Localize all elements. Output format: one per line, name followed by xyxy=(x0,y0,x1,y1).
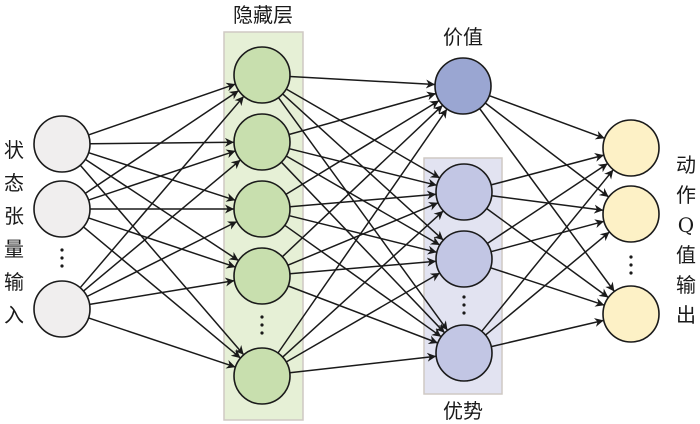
output-node-3 xyxy=(602,285,660,343)
connection-advantage-0-to-output-0 xyxy=(490,153,605,186)
connection-hidden-3-to-advantage-2 xyxy=(287,285,439,345)
connection-input-1-to-hidden-1 xyxy=(88,149,236,201)
hidden-node-3 xyxy=(233,180,291,238)
input-node-3 xyxy=(33,280,91,338)
input-label-char: 量 xyxy=(4,237,24,261)
connection-input-2-to-hidden-3 xyxy=(89,277,235,306)
output-label-char: 动 xyxy=(676,153,696,177)
connection-value-0-to-output-0 xyxy=(489,94,605,140)
input-ellipsis-dot xyxy=(60,248,64,252)
output-label-char: 值 xyxy=(676,243,696,267)
connections xyxy=(79,75,616,374)
hidden-ellipsis-dot xyxy=(260,315,264,319)
input-node-1 xyxy=(33,115,91,173)
connection-input-2-to-hidden-2 xyxy=(86,220,238,298)
hidden-node-1 xyxy=(233,46,291,104)
hidden-layer-label: 隐藏层 xyxy=(233,3,293,27)
connection-hidden-3-to-advantage-1 xyxy=(289,257,437,275)
hidden-node-4 xyxy=(233,247,291,305)
connection-advantage-0-to-output-2 xyxy=(486,207,609,299)
connection-advantage-2-to-output-0 xyxy=(481,169,614,332)
input-node-2 xyxy=(33,180,91,238)
connection-hidden-2-to-advantage-2 xyxy=(284,224,442,338)
output-ellipsis-dot xyxy=(629,255,633,259)
connection-advantage-2-to-output-2 xyxy=(491,318,604,348)
connection-hidden-1-to-advantage-0 xyxy=(289,147,437,188)
connection-hidden-0-to-advantage-0 xyxy=(285,88,441,179)
advantage-node-3 xyxy=(435,324,493,382)
connection-input-2-to-hidden-4 xyxy=(88,317,236,369)
connection-input-0-to-hidden-3 xyxy=(84,158,240,262)
nodes xyxy=(33,46,660,405)
input-label-char: 态 xyxy=(4,171,24,195)
advantage-ellipsis-dot xyxy=(462,303,466,307)
connection-advantage-1-to-output-2 xyxy=(490,267,605,307)
advantage-ellipsis-dot xyxy=(462,311,466,315)
connection-input-0-to-hidden-4 xyxy=(79,164,245,356)
value-label: 价值 xyxy=(443,25,483,49)
advantage-node-2 xyxy=(435,230,493,288)
value-node-1 xyxy=(434,57,492,115)
connection-input-2-to-hidden-1 xyxy=(83,159,241,292)
connection-hidden-0-to-advantage-2 xyxy=(277,97,449,331)
advantage-node-1 xyxy=(435,163,493,221)
input-label-char: 张 xyxy=(4,204,24,228)
output-label-char: 出 xyxy=(676,303,696,327)
connection-value-0-to-output-1 xyxy=(484,102,610,198)
connection-hidden-1-to-advantage-2 xyxy=(280,161,446,334)
connection-hidden-3-to-value-0 xyxy=(281,104,444,258)
connection-value-0-to-output-2 xyxy=(478,108,616,292)
output-label-char: Q xyxy=(678,213,694,237)
output-ellipsis-dot xyxy=(629,263,633,267)
connection-hidden-2-to-advantage-0 xyxy=(289,190,437,208)
connection-hidden-4-to-advantage-0 xyxy=(282,210,444,358)
connection-input-0-to-hidden-0 xyxy=(88,82,236,136)
input-ellipsis-dot xyxy=(60,256,64,260)
hidden-node-2 xyxy=(233,113,291,171)
connection-hidden-4-to-advantage-1 xyxy=(285,272,441,363)
ellipsis-group xyxy=(60,248,633,335)
input-label-char: 输 xyxy=(4,270,24,294)
connection-input-0-to-hidden-1 xyxy=(89,137,235,147)
input-label-char: 入 xyxy=(4,303,24,327)
connection-hidden-4-to-value-0 xyxy=(277,108,448,354)
advantage-ellipsis-dot xyxy=(462,295,466,299)
output-ellipsis-dot xyxy=(629,271,633,275)
connection-hidden-1-to-value-0 xyxy=(288,91,437,136)
output-label-char: 作 xyxy=(676,183,696,207)
output-node-1 xyxy=(602,119,660,177)
connection-advantage-1-to-output-1 xyxy=(490,219,605,253)
hidden-node-5 xyxy=(233,347,291,405)
connection-hidden-2-to-value-0 xyxy=(285,99,440,196)
input-ellipsis-dot xyxy=(60,264,64,268)
connection-hidden-3-to-advantage-0 xyxy=(287,202,439,266)
advantage-label: 优势 xyxy=(443,399,483,423)
hidden-ellipsis-dot xyxy=(260,331,264,335)
connection-hidden-0-to-value-0 xyxy=(289,75,436,89)
connection-input-1-to-hidden-0 xyxy=(84,89,240,195)
output-node-2 xyxy=(602,185,660,243)
input-label-char: 状 xyxy=(4,138,24,162)
hidden-ellipsis-dot xyxy=(260,323,264,327)
connection-input-1-to-hidden-3 xyxy=(88,217,236,269)
connection-advantage-1-to-output-0 xyxy=(486,162,609,245)
connection-input-0-to-hidden-2 xyxy=(88,151,236,202)
connection-advantage-2-to-output-1 xyxy=(485,231,610,336)
connection-input-2-to-hidden-0 xyxy=(79,95,245,289)
connection-hidden-4-to-advantage-2 xyxy=(289,352,437,374)
output-label-char: 输 xyxy=(676,273,696,297)
